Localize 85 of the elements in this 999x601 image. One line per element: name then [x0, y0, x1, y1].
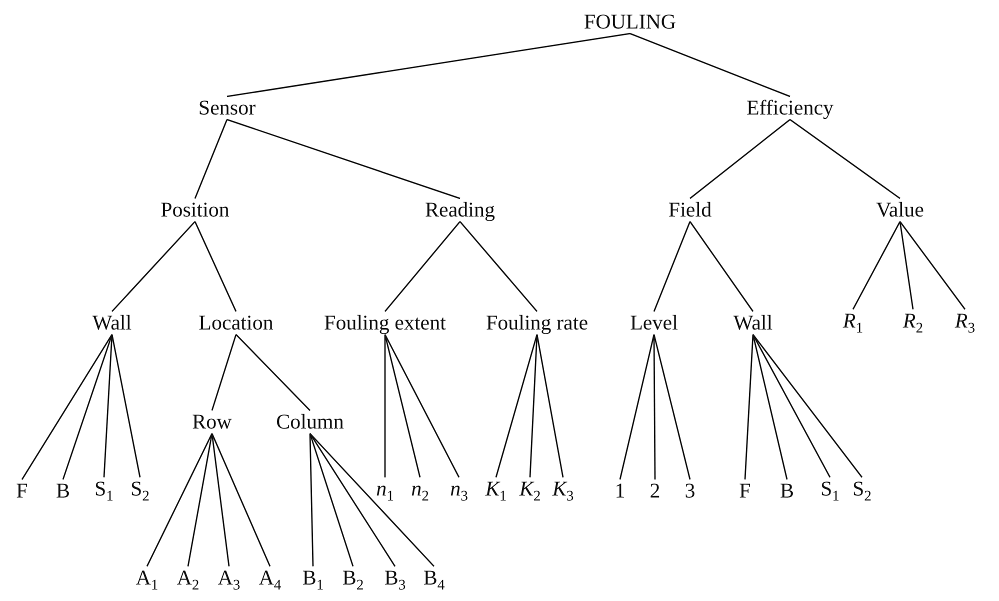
tree-label: F: [738, 479, 752, 503]
tree-label: A$_{3}$: [216, 566, 242, 594]
tree-label: A$_{1}$: [134, 566, 160, 594]
tree-branch-line: [744, 334, 754, 480]
tree-branch-line: [852, 221, 901, 310]
tree-branch-line: [211, 433, 230, 566]
tree-label: Location: [198, 311, 274, 335]
tree-branch-line: [384, 334, 460, 478]
tree-branch-line: [309, 433, 435, 567]
tree-label: Fouling rate: [484, 311, 590, 335]
tree-branch-line: [226, 32, 630, 98]
tree-branch-line: [619, 334, 655, 480]
tree-label: Efficiency: [745, 96, 835, 120]
tree-branch-line: [187, 433, 213, 566]
tree-label: Position: [160, 198, 230, 222]
tree-branch-line: [309, 433, 396, 567]
tree-branch-line: [309, 433, 354, 567]
tree-branch-line: [529, 334, 538, 478]
tree-label: B$_{1}$: [301, 566, 325, 594]
tree-branch-line: [194, 119, 228, 199]
tree-branch-line: [752, 334, 863, 478]
tree-branch-line: [459, 221, 538, 312]
tree-branch-line: [236, 334, 310, 411]
tree-branch-line: [309, 434, 314, 566]
tree-branch-line: [21, 334, 113, 480]
tree-branch-line: [690, 119, 790, 199]
tree-branch-line: [226, 118, 460, 200]
tree-label: B$_{4}$: [422, 566, 446, 594]
tree-branch-line: [653, 334, 656, 480]
tree-label: R$_{3}$: [954, 309, 976, 337]
tree-branch-line: [103, 334, 113, 478]
tree-branch-line: [899, 221, 914, 310]
tree-label: K$_{3}$: [551, 477, 575, 505]
tree-label: 2: [648, 479, 662, 503]
tree-label: K$_{2}$: [518, 477, 542, 505]
tree-branch-line: [653, 221, 691, 312]
tree-label: A$_{4}$: [258, 566, 282, 594]
tree-branch-line: [495, 334, 538, 478]
tree-branch-line: [689, 221, 754, 312]
tree-label: n$_{3}$: [449, 477, 469, 505]
tree-label: K$_{1}$: [484, 477, 508, 505]
tree-branch-line: [536, 334, 564, 478]
tree-label: B: [55, 479, 71, 503]
tree-label: FOULING: [582, 10, 678, 34]
tree-label: 1: [614, 479, 626, 503]
tree-label: S$_{2}$: [851, 477, 873, 505]
tree-label: Row: [191, 410, 233, 434]
tree-label: B: [779, 479, 795, 503]
tree-branch-line: [384, 221, 461, 312]
tree-branch-line: [211, 433, 271, 567]
tree-label: Wall: [732, 311, 774, 335]
tree-label: S$_{1}$: [819, 477, 841, 505]
tree-branch-line: [752, 334, 831, 478]
tree-label: Field: [667, 198, 713, 222]
tree-branch-line: [211, 334, 237, 411]
tree-label: B$_{2}$: [341, 566, 365, 594]
tree-branch-line: [384, 334, 386, 478]
tree-branch-line: [146, 433, 213, 567]
tree-branch-line: [653, 334, 691, 480]
tree-label: R$_{1}$: [842, 309, 864, 337]
tree-label: A$_{2}$: [176, 566, 200, 594]
tree-label: S$_{1}$: [93, 477, 115, 505]
tree-label: Sensor: [197, 96, 257, 120]
tree-label: Fouling extent: [323, 311, 447, 335]
tree-label: Reading: [424, 198, 496, 222]
tree-label: B$_{3}$: [383, 566, 407, 594]
tree-branch-line: [111, 221, 196, 312]
tree-label: Level: [629, 311, 679, 335]
tree-label: S$_{2}$: [129, 477, 151, 505]
tree-label: n$_{1}$: [375, 477, 395, 505]
tree-branch-line: [752, 334, 788, 480]
tree-branch-line: [111, 334, 141, 478]
tree-label: Wall: [91, 311, 133, 335]
tree-branch-line: [384, 334, 421, 478]
tree-branch-line: [630, 32, 790, 98]
tree-label: 3: [684, 479, 696, 503]
tree-label: Value: [875, 198, 925, 222]
tree-label: Column: [275, 410, 345, 434]
tree-branch-line: [899, 221, 966, 310]
tree-label: n$_{2}$: [410, 477, 430, 505]
tree-branch-line: [194, 221, 237, 312]
tree-branch-line: [790, 118, 900, 200]
tree-branch-line: [62, 334, 113, 480]
tree-label: R$_{2}$: [902, 309, 924, 337]
tree-label: F: [15, 479, 29, 503]
